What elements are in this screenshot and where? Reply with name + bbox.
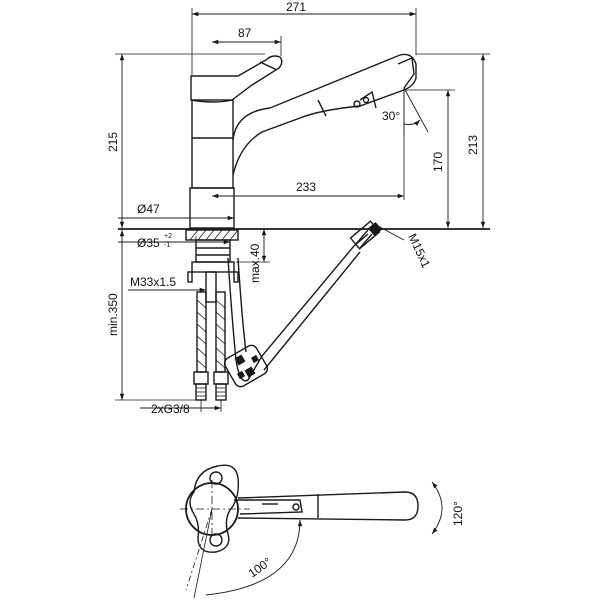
dim-lever-angle: 120° [451, 501, 465, 526]
faucet-base [190, 188, 234, 228]
supply-hoses [197, 292, 225, 372]
spray-head [398, 58, 414, 88]
dim-min-hose: min.350 [106, 293, 120, 336]
dim-spray-angle: 30° [382, 109, 400, 123]
threaded-shank [206, 272, 216, 302]
dim-connections: 2xG3/8 [151, 402, 190, 416]
dim-hole-tol-minus: -1 [164, 242, 170, 249]
fixing-nut [196, 240, 230, 262]
dimension-labels: 271 87 215 30° 170 213 233 Ø47 Ø35 +2 -1… [106, 0, 480, 416]
pull-out-hose [222, 221, 382, 389]
connection-nut-right [214, 372, 228, 384]
dim-base-diameter: Ø47 [137, 202, 160, 216]
lever-handle [191, 56, 282, 102]
dim-swivel-angle: 100° [246, 555, 275, 581]
spout-top [238, 492, 418, 520]
dim-spout-height: 170 [431, 152, 445, 172]
lever-top [234, 500, 302, 514]
dim-total-reach: 271 [286, 0, 306, 14]
dim-hole-tol-plus: +2 [164, 233, 172, 240]
dimension-lines [115, 8, 490, 412]
faucet-body [192, 100, 233, 188]
dim-lever-reach: 87 [238, 26, 252, 40]
connection-nut-left [194, 372, 208, 384]
dim-hole-diameter: Ø35 [137, 236, 160, 250]
dim-hose-thread: M15x1 [405, 231, 433, 270]
dim-total-height: 213 [466, 135, 480, 155]
faucet-side-view [118, 54, 490, 229]
dim-shank-thread: M33x1.5 [130, 275, 176, 289]
faucet-top-view [180, 465, 442, 598]
dim-max-deck: max.40 [248, 243, 262, 283]
dim-body-height: 215 [106, 132, 120, 152]
dim-spout-reach: 233 [296, 180, 316, 194]
